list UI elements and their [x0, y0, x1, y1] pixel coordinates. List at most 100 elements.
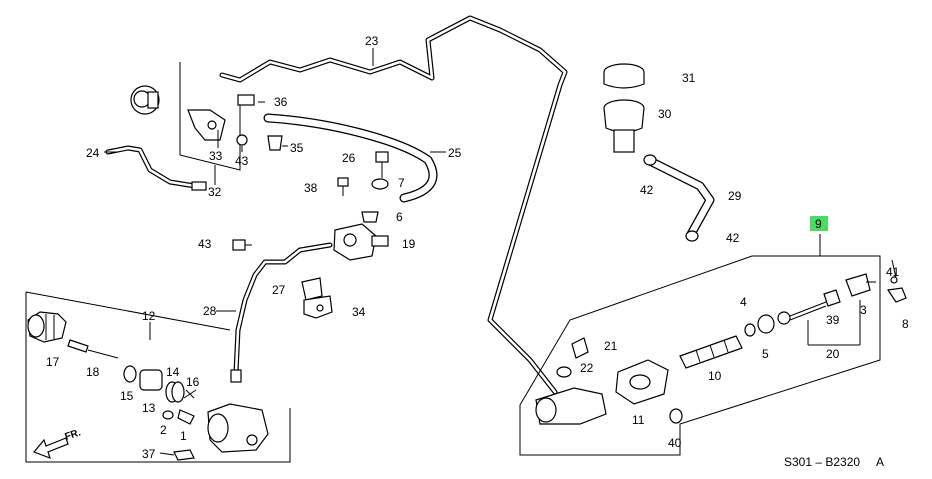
callout-3: 3 — [860, 303, 867, 317]
front-direction-arrow: FR. — [32, 427, 83, 460]
callout-20: 20 — [826, 347, 840, 361]
callout-29: 29 — [728, 189, 742, 203]
bracket-34 — [303, 295, 333, 319]
clevis-3 — [845, 273, 876, 297]
washer-2 — [162, 410, 174, 420]
diagram-code: S301 – B2320 — [784, 455, 860, 469]
callout-27: 27 — [272, 283, 286, 297]
slave-cylinder — [535, 387, 607, 425]
callout-34: 34 — [352, 305, 366, 319]
callout-32: 32 — [208, 185, 222, 199]
boot-5 — [757, 314, 775, 334]
bolt-40 — [669, 408, 683, 424]
callout-15: 15 — [120, 389, 134, 403]
leader-37 — [159, 452, 175, 456]
fitting-36 — [237, 94, 265, 106]
callout-40: 40 — [668, 436, 682, 450]
group-box-32 — [179, 62, 241, 185]
bolt-43-top — [236, 134, 248, 152]
callout-10: 10 — [708, 369, 722, 383]
callout-31: 31 — [682, 71, 696, 85]
callout-18: 18 — [86, 365, 100, 379]
bleeder-21 — [571, 337, 589, 359]
clip-8 — [886, 287, 907, 303]
master-cylinder-19 — [333, 223, 389, 261]
callout-11: 11 — [632, 413, 645, 427]
callout-17: 17 — [46, 355, 60, 369]
rod-assembly — [777, 301, 827, 325]
callout-7: 7 — [398, 176, 405, 190]
callout-19: 19 — [402, 237, 416, 251]
cap-22 — [556, 366, 572, 378]
bracket-33 — [187, 109, 226, 148]
callout-38: 38 — [304, 181, 318, 195]
reservoir-cap-left — [130, 85, 160, 115]
reservoir-cap-31 — [603, 63, 645, 89]
callout-25: 25 — [448, 146, 462, 160]
callout-5: 5 — [762, 347, 769, 361]
washer-4 — [744, 323, 756, 337]
spring-14 — [165, 381, 185, 403]
front-label: FR. — [64, 427, 83, 443]
nut-39 — [823, 289, 841, 307]
callout-22: 22 — [580, 361, 594, 375]
group-box-12 — [25, 291, 291, 463]
callout-12: 12 — [142, 309, 156, 323]
piston-10 — [679, 335, 743, 369]
callout-41: 41 — [886, 265, 900, 279]
seal-1 — [177, 409, 195, 425]
bolt-37 — [173, 449, 195, 461]
piston-13 — [139, 369, 163, 391]
pushrod-18 — [67, 339, 119, 359]
callout-6: 6 — [396, 210, 403, 224]
callout-16: 16 — [186, 375, 200, 389]
clutch-master-cylinder-body — [207, 403, 269, 453]
group-box-9 — [519, 234, 881, 456]
callout-35: 35 — [290, 141, 304, 155]
boot-17 — [27, 311, 67, 343]
callout-4: 4 — [740, 295, 747, 309]
reservoir-30 — [603, 99, 645, 153]
callout-43-top: 43 — [235, 154, 249, 168]
callout-42-bottom: 42 — [726, 231, 740, 245]
pin-41 — [890, 259, 898, 284]
callout-9: 9 — [815, 217, 822, 231]
callout-42-top: 42 — [640, 183, 654, 197]
callout-23: 23 — [365, 34, 379, 48]
bolt-38 — [337, 177, 349, 196]
diagram-code-suffix: A — [876, 455, 884, 469]
callout-1: 1 — [180, 429, 187, 443]
clip-6 — [361, 211, 379, 223]
callout-36: 36 — [274, 95, 288, 109]
callout-13: 13 — [142, 401, 156, 415]
washer-7 — [371, 178, 389, 190]
seal-15 — [123, 365, 137, 383]
callout-2: 2 — [160, 423, 167, 437]
clip-42-bottom — [685, 230, 699, 242]
callout-33: 33 — [209, 149, 223, 163]
callout-24: 24 — [86, 146, 100, 160]
bolt-26 — [375, 151, 389, 178]
valve-16 — [183, 389, 197, 399]
callout-30: 30 — [658, 107, 672, 121]
clip-35 — [267, 135, 288, 151]
hose-line-24 — [105, 145, 207, 191]
plate-11 — [615, 359, 669, 405]
callout-28: 28 — [203, 304, 217, 318]
callout-26: 26 — [342, 151, 356, 165]
callout-37: 37 — [142, 447, 156, 461]
highlight-9 — [810, 216, 828, 231]
clutch-pipe-23 — [219, 15, 568, 395]
callout-14: 14 — [166, 365, 180, 379]
clip-42-top — [643, 154, 657, 166]
callout-39: 39 — [826, 313, 840, 327]
hose-29 — [643, 155, 715, 241]
callout-8: 8 — [902, 317, 909, 331]
hose-25 — [263, 113, 438, 203]
clamp-27 — [301, 277, 323, 301]
pipe-28 — [230, 242, 333, 383]
bolt-43-lower — [232, 239, 252, 251]
callout-21: 21 — [604, 339, 618, 353]
